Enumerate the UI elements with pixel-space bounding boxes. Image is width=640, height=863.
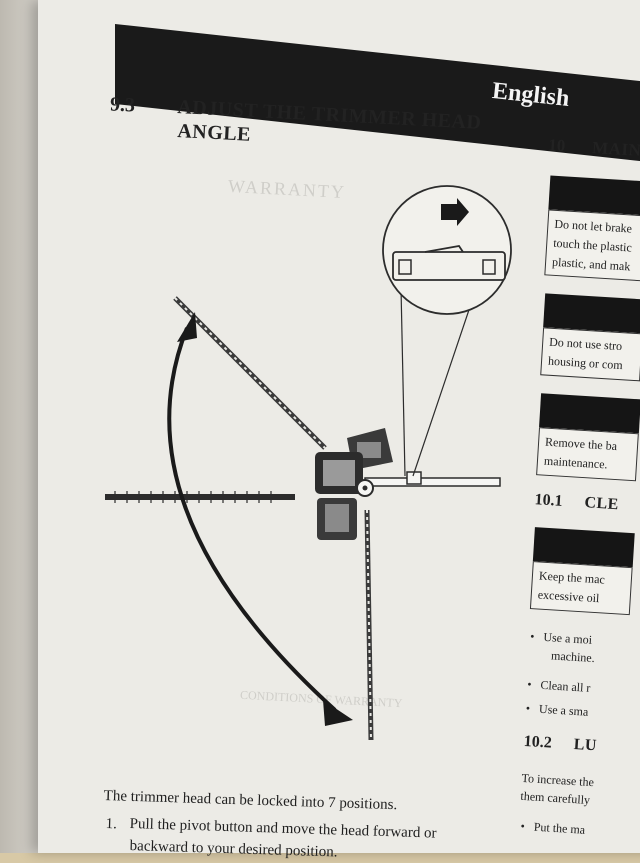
blade-angled <box>173 296 327 450</box>
subsection-10-1-number: 10.1 <box>534 491 564 510</box>
warning-box-4: Keep the mac excessive oil <box>529 561 633 616</box>
rotation-arrow <box>167 312 353 726</box>
bullet-2: • Clean all r <box>526 677 591 695</box>
blade-horizontal <box>105 491 295 503</box>
warning-box-3: Remove the ba maintenance. <box>536 427 639 482</box>
motor-housing-horizontal <box>315 452 363 494</box>
direction-arrow-icon <box>441 198 469 226</box>
subsection-10-2-title: LU <box>573 735 598 755</box>
subsection-10-1-title: CLE <box>583 494 620 514</box>
detail-callout <box>382 185 512 477</box>
warning-box-2: Do not use stro housing or com <box>540 327 640 382</box>
section-10-number: 10 <box>547 135 566 156</box>
motor-housing-vertical <box>317 498 357 540</box>
bullet-1: • Use a moi machine. <box>529 629 596 666</box>
section-10-title: MAIN <box>591 137 640 160</box>
bullet-3: • Use a sma <box>525 700 589 719</box>
warning-box-1: Do not let brake touch the plastic plast… <box>544 209 640 282</box>
bullet-4: • Put the ma <box>520 818 586 837</box>
subsection-10-2-number: 10.2 <box>523 732 553 752</box>
trimmer-head-angle-diagram <box>105 185 512 741</box>
lubrication-paragraph: To increase the them carefully <box>520 770 595 808</box>
blade-vertical <box>364 509 374 741</box>
